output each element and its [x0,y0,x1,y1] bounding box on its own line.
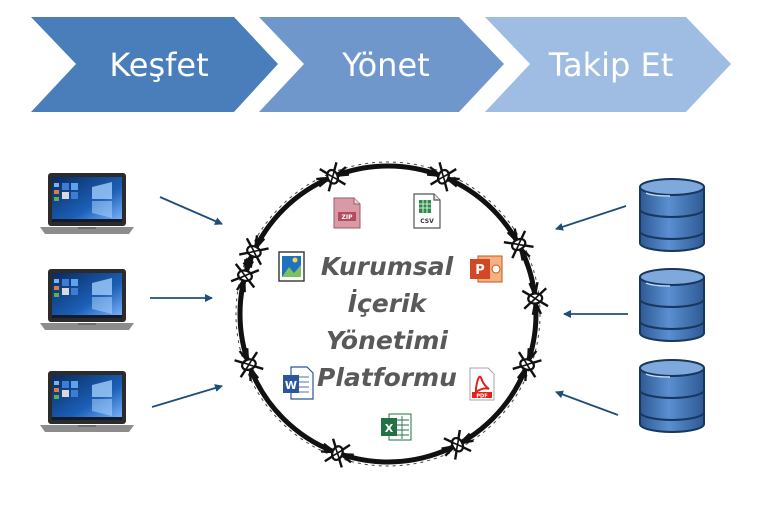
wire-barb [312,158,354,196]
zip-file-icon: ZIP [333,197,361,229]
excel-label: X [385,422,394,435]
platform-title: Kurumsal İçerik Yönetimi Platformu [317,252,457,392]
barbed-wire-ring [228,158,551,472]
pdf-file-icon: PDF [469,367,495,401]
laptop-icon [40,269,134,330]
platform-title-line-4: Platformu [317,363,457,392]
database-icon [639,359,705,433]
database-icon [639,178,705,252]
powerpoint-label: P [475,263,485,278]
step-track-label: Takip Et [548,46,674,84]
powerpoint-file-icon: P [470,255,503,283]
step-discover-label: Keşfet [109,46,208,84]
wire-barb [228,255,262,296]
step-manage-chevron: Yönet [259,17,504,112]
platform-title-line-3: Yönetimi [326,326,448,355]
laptop-icon [40,173,134,234]
inbound-arrow-top [159,196,223,225]
platform-title-line-2: İçerik [348,288,428,318]
step-manage-label: Yönet [341,46,429,84]
database-icons [639,178,705,433]
step-track-chevron: Takip Et [485,17,731,112]
wire-barb [317,435,358,472]
word-file-icon: W [283,366,314,400]
outbound-arrow-bottom [555,390,619,416]
outbound-arrow-top [555,205,627,231]
file-icons: ZIP CSV P W [278,193,503,441]
step-discover-chevron: Keşfet [31,17,278,112]
laptop-icon [40,371,134,432]
database-icon [639,268,705,342]
csv-label: CSV [420,218,434,225]
csv-file-icon: CSV [413,193,441,229]
platform-title-line-1: Kurumsal [321,252,454,281]
pdf-label: PDF [476,394,487,400]
inbound-arrow-bottom [151,384,223,408]
excel-file-icon: X [381,413,412,441]
zip-label: ZIP [342,214,354,221]
image-file-icon [278,251,305,282]
laptop-icons [40,173,134,432]
wire-barb [230,344,267,385]
flow-arrows [150,196,628,416]
process-steps: Keşfet Yönet Takip Et [31,17,731,112]
word-label: W [285,379,297,392]
